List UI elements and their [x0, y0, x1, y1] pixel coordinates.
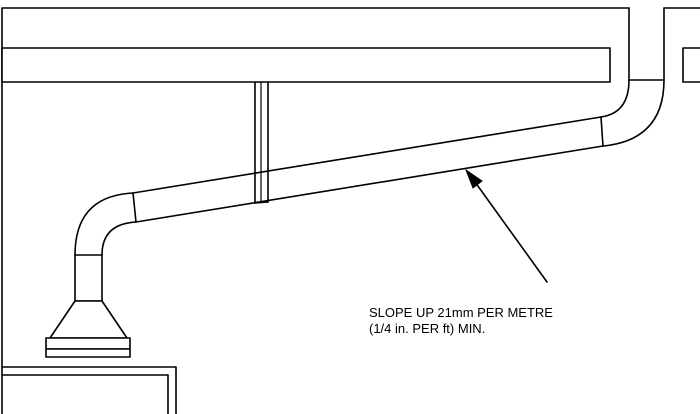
annotation-line-1: SLOPE UP 21mm PER METRE [369, 305, 553, 320]
sloped-vent-pipe [132, 116, 604, 223]
slope-arrow [464, 168, 548, 283]
water-heater [1, 366, 177, 414]
annotation-line-2: (1/4 in. PER ft) MIN. [369, 321, 485, 336]
upper-elbow [600, 79, 665, 147]
lower-elbow [74, 192, 137, 256]
draft-hood [45, 300, 131, 358]
vent-connector [74, 254, 103, 302]
vertical-riser [628, 7, 665, 81]
hanger-strap [254, 81, 269, 204]
slope-annotation: SLOPE UP 21mm PER METRE (1/4 in. PER ft)… [369, 305, 553, 336]
building-frame [1, 7, 700, 414]
arrow-head [464, 168, 483, 189]
ceiling-joist-right [682, 47, 700, 83]
ceiling-joist-left [1, 47, 611, 83]
